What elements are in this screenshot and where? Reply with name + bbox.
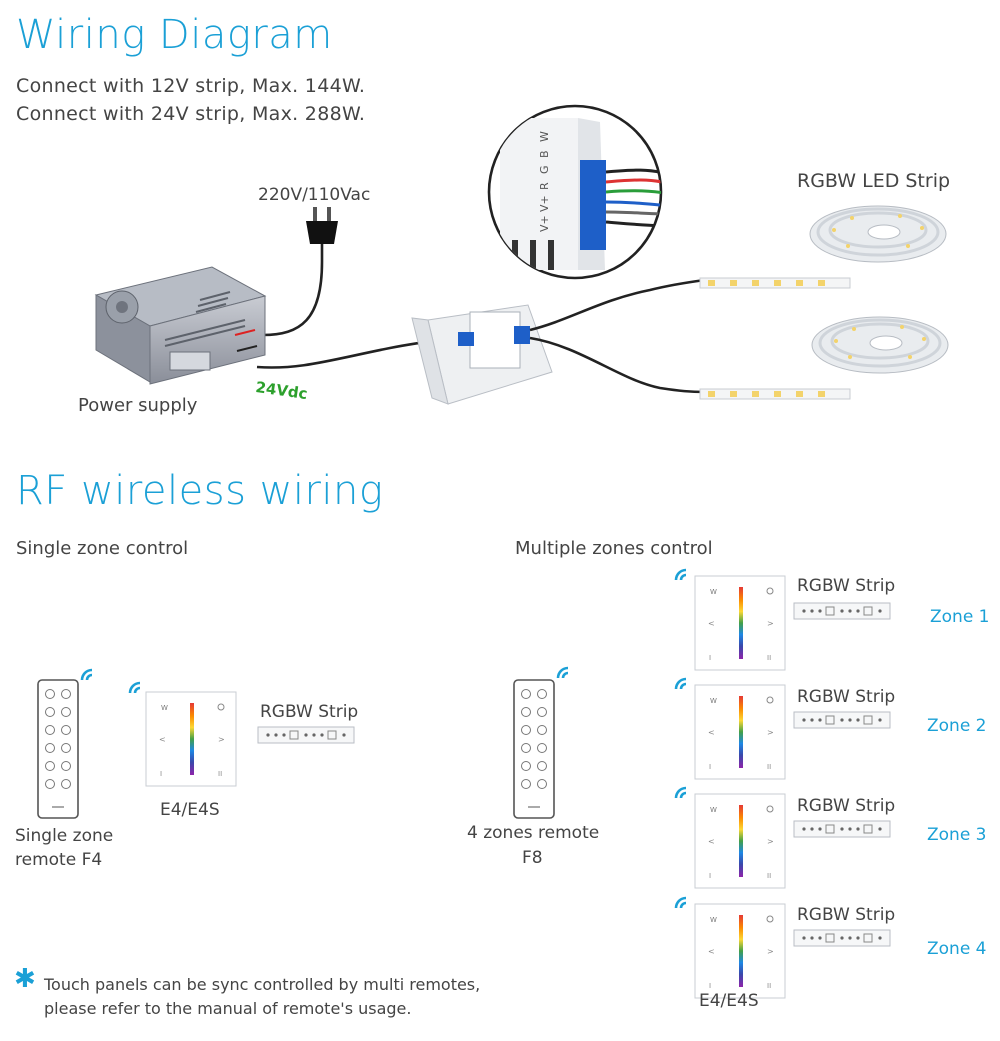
- zone-4-label: Zone 4: [927, 939, 987, 959]
- wifi-signal-icon: [674, 568, 688, 582]
- zone-3-strip-label: RGBW Strip: [797, 796, 896, 816]
- single-remote-label-line2: remote F4: [15, 850, 103, 870]
- power-supply-unit: [94, 266, 267, 385]
- zone-2-label: Zone 2: [927, 716, 987, 736]
- mains-label: 220V/110Vac: [258, 185, 371, 205]
- wifi-signal-icon: [128, 681, 142, 695]
- remote-f4: [37, 679, 79, 819]
- spec-24v: Connect with 24V strip, Max. 288W.: [16, 103, 366, 125]
- spec-12v: Connect with 12V strip, Max. 144W.: [16, 75, 366, 97]
- rgbw-strip-zone-2: [793, 711, 891, 729]
- svg-text:W: W: [538, 131, 551, 142]
- mains-cable: [262, 244, 324, 337]
- controller-panel-back: [411, 304, 553, 405]
- led-reel-1: [808, 204, 948, 264]
- wifi-signal-icon: [80, 668, 94, 682]
- terminal-labels: V+ V+ R G B W: [538, 131, 551, 232]
- rf-title: RF wireless wiring: [16, 468, 384, 514]
- led-strip-1: [699, 277, 851, 289]
- wifi-signal-icon: [674, 896, 688, 910]
- note-line2: please refer to the manual of remote's u…: [44, 999, 412, 1018]
- zone-4-strip-label: RGBW Strip: [797, 905, 896, 925]
- note-line1: Touch panels can be sync controlled by m…: [44, 975, 481, 994]
- wiring-title: Wiring Diagram: [16, 12, 333, 58]
- svg-text:B: B: [538, 150, 551, 158]
- strip-title: RGBW LED Strip: [797, 170, 951, 192]
- output-cable-1: [529, 278, 706, 332]
- multi-remote-label-line1: 4 zones remote: [467, 823, 600, 843]
- svg-text:R: R: [538, 182, 551, 190]
- multi-panel-label: E4/E4S: [699, 991, 759, 1011]
- zone-1-strip-label: RGBW Strip: [797, 576, 896, 596]
- power-supply-label: Power supply: [78, 395, 198, 416]
- terminal-zoom-circle: [487, 104, 663, 280]
- remote-f8: [513, 679, 555, 819]
- touch-panel-zone-1: [694, 575, 786, 671]
- multi-zone-heading: Multiple zones control: [515, 538, 713, 559]
- plug-icon: [306, 207, 338, 244]
- asterisk-icon: ✱: [14, 964, 36, 994]
- single-strip-label: RGBW Strip: [260, 702, 359, 722]
- multi-remote-label-line2: F8: [522, 848, 543, 868]
- single-zone-heading: Single zone control: [16, 538, 189, 559]
- zone-3-label: Zone 3: [927, 825, 987, 845]
- touch-panel-zone-3: [694, 793, 786, 889]
- led-strip-2: [699, 388, 851, 400]
- zone-1-label: Zone 1: [930, 607, 990, 627]
- output-cable-2: [529, 336, 706, 394]
- zone-2-strip-label: RGBW Strip: [797, 687, 896, 707]
- wifi-signal-icon: [674, 677, 688, 691]
- wifi-signal-icon: [674, 786, 688, 800]
- single-remote-label-line1: Single zone: [15, 826, 114, 846]
- rgbw-strip-zone-4: [793, 929, 891, 947]
- svg-text:V+: V+: [538, 195, 551, 212]
- rgbw-strip-zone-3: [793, 820, 891, 838]
- wifi-signal-icon: [556, 666, 570, 680]
- touch-panel-zone-2: [694, 684, 786, 780]
- svg-text:V+: V+: [538, 215, 551, 232]
- svg-text:G: G: [538, 165, 551, 174]
- single-panel-label: E4/E4S: [160, 800, 220, 820]
- touch-panel-single: [145, 691, 237, 787]
- rgbw-strip-zone-1: [793, 602, 891, 620]
- touch-panel-zone-4: [694, 903, 786, 999]
- led-reel-2: [810, 315, 950, 375]
- rgbw-strip-single: [257, 726, 355, 744]
